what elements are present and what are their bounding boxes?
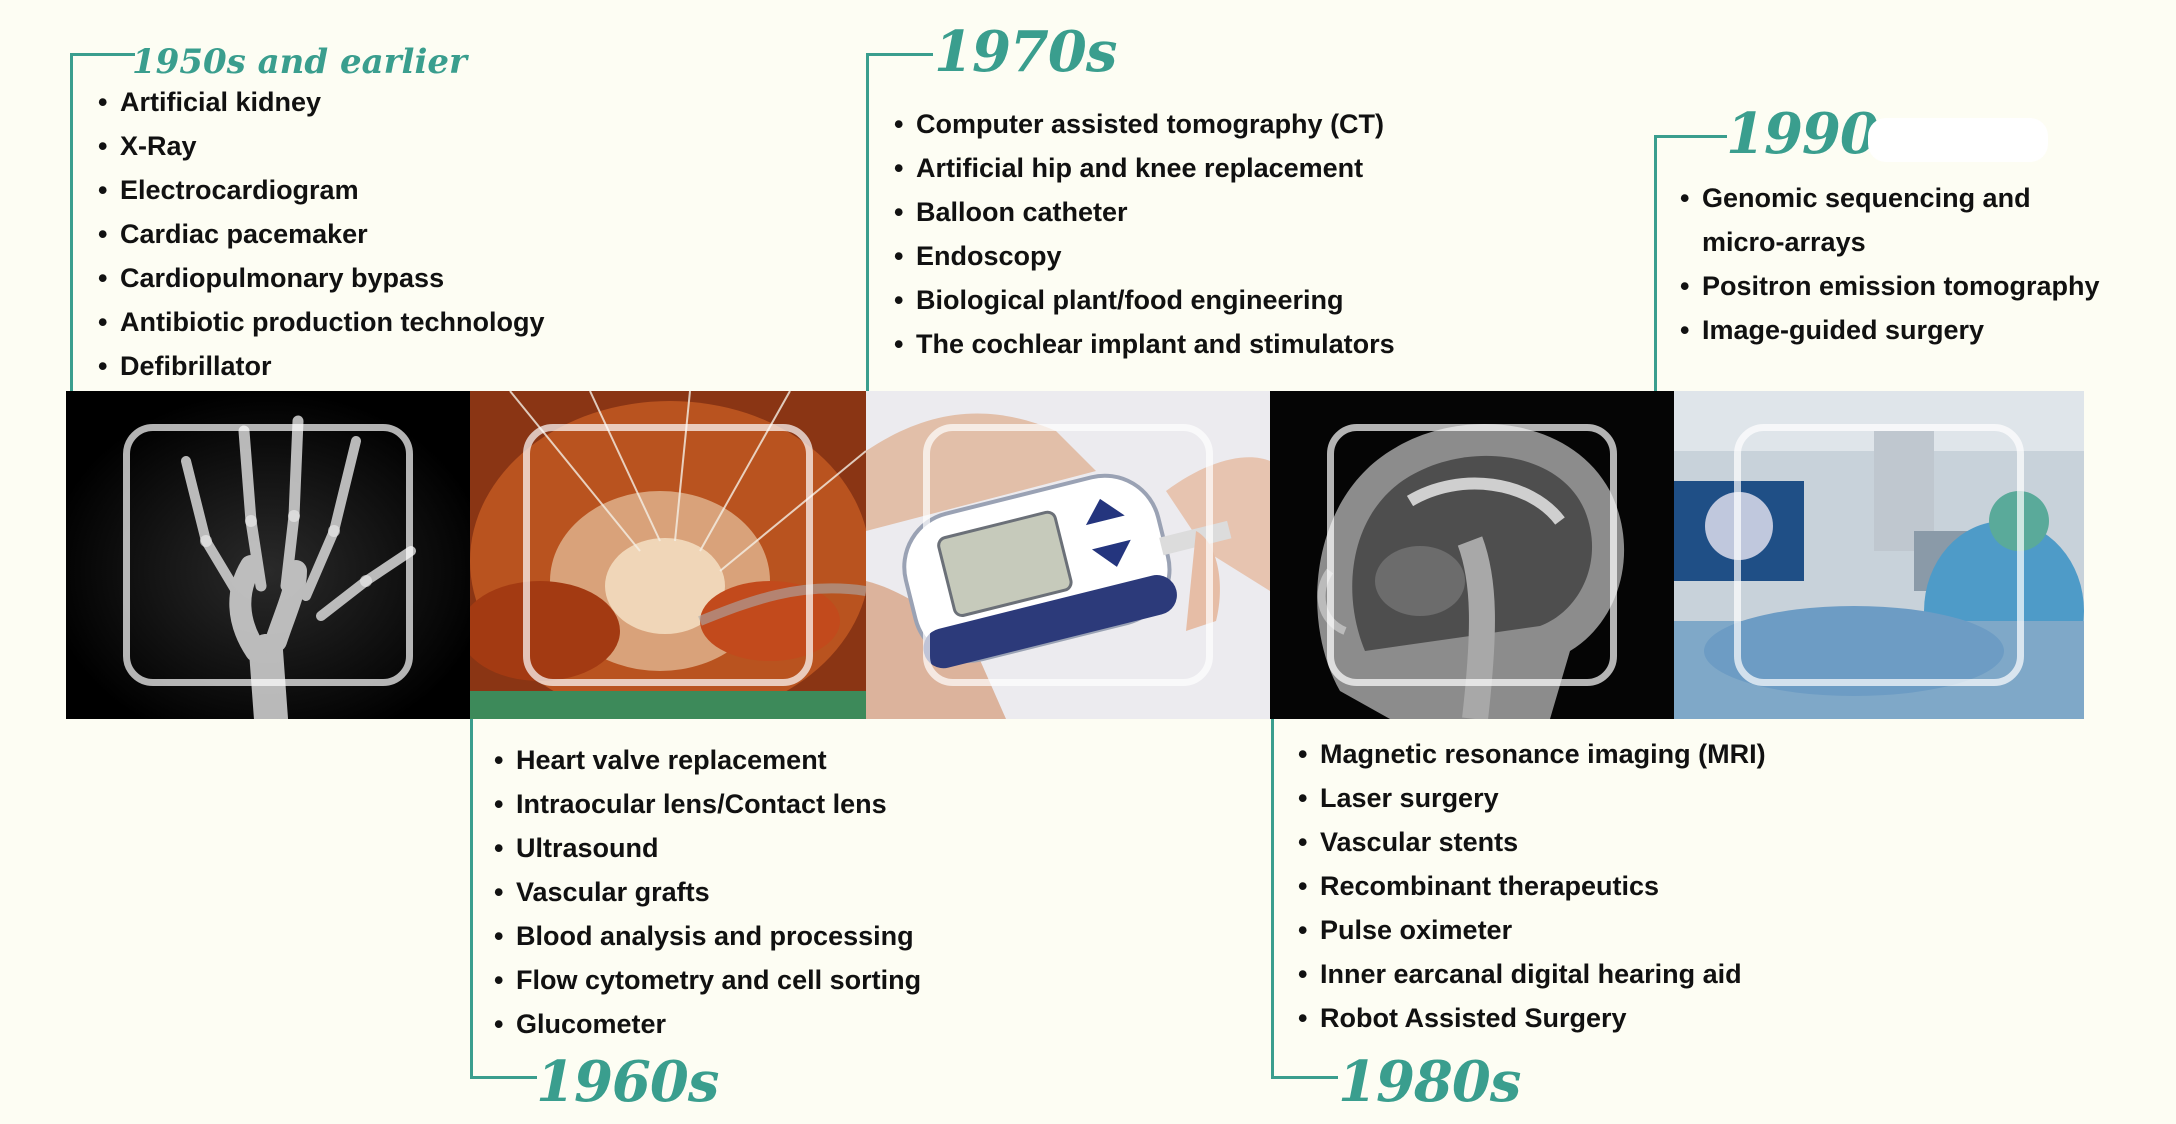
photo-frame [123,424,413,686]
photo-frame [1734,424,2024,686]
photo-strip [66,391,2084,719]
list-1990s: Genomic sequencing and micro-arrays Posi… [1680,176,2100,352]
list-item: Robot Assisted Surgery [1298,996,1766,1040]
list-item: Recombinant therapeutics [1298,864,1766,908]
list-1960s: Heart valve replacement Intraocular lens… [494,738,921,1046]
list-item: Positron emission tomography [1680,264,2100,308]
list-item: Endoscopy [894,234,1395,278]
list-item: Genomic sequencing and [1680,176,2100,220]
list-item: Electrocardiogram [98,168,544,212]
period-title-1980s: 1980s [1338,1054,1520,1110]
list-item: Artificial kidney [98,80,544,124]
period-title-1970s: 1970s [934,24,1116,80]
brain-mri-image [1270,391,1674,719]
list-item: Balloon catheter [894,190,1395,234]
operating-room-image [1674,391,2084,719]
list-item: Pulse oximeter [1298,908,1766,952]
list-item: micro-arrays [1680,220,2100,264]
list-item: Inner earcanal digital hearing aid [1298,952,1766,996]
period-title-1960s: 1960s [536,1054,718,1110]
list-item: Magnetic resonance imaging (MRI) [1298,732,1766,776]
glucometer-image [866,391,1270,719]
list-item: Cardiopulmonary bypass [98,256,544,300]
list-item: Blood analysis and processing [494,914,921,958]
list-item: Vascular stents [1298,820,1766,864]
list-item: Artificial hip and knee replacement [894,146,1395,190]
open-heart-surgery-image [470,391,866,719]
list-item: X-Ray [98,124,544,168]
list-item: Flow cytometry and cell sorting [494,958,921,1002]
list-item: Glucometer [494,1002,921,1046]
list-item: The cochlear implant and stimulators [894,322,1395,366]
list-1970s: Computer assisted tomography (CT) Artifi… [894,102,1395,366]
list-item: Biological plant/food engineering [894,278,1395,322]
hand-xray-image [66,391,470,719]
list-item: Defibrillator [98,344,544,388]
photo-frame [923,424,1213,686]
list-item: Intraocular lens/Contact lens [494,782,921,826]
list-item: Heart valve replacement [494,738,921,782]
list-item: Laser surgery [1298,776,1766,820]
list-item: Cardiac pacemaker [98,212,544,256]
list-item: Antibiotic production technology [98,300,544,344]
list-1980s: Magnetic resonance imaging (MRI) Laser s… [1298,732,1766,1040]
photo-frame [523,424,813,686]
list-item: Image-guided surgery [1680,308,2100,352]
list-1950s: Artificial kidney X-Ray Electrocardiogra… [98,80,544,388]
period-title-1950s: 1950s and earlier [132,26,467,82]
list-item: Computer assisted tomography (CT) [894,102,1395,146]
list-item: Vascular grafts [494,870,921,914]
list-item: Ultrasound [494,826,921,870]
blank-patch [1868,118,2048,162]
photo-frame [1327,424,1617,686]
